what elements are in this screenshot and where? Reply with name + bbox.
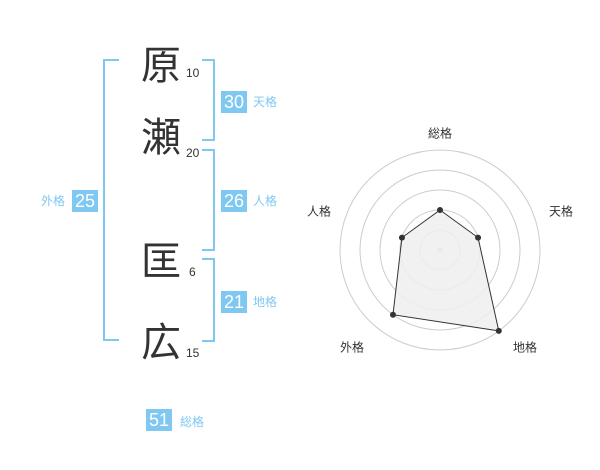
char-1: 原 [141, 43, 181, 89]
jinkaku-score: 26 [221, 190, 247, 212]
tenkaku-bracket [202, 59, 215, 141]
tenkaku-score: 30 [221, 91, 247, 113]
gaikaku-bracket [103, 59, 119, 341]
radar-polygon [392, 209, 500, 332]
radar-axis-label: 総格 [428, 126, 452, 141]
gaikaku-score: 25 [72, 190, 98, 212]
radar-axis-label: 天格 [549, 204, 573, 219]
radar-ring [339, 149, 541, 351]
radar-point [389, 311, 396, 318]
tenkaku-label: 天格 [253, 95, 278, 109]
char-3: 匡 [141, 239, 181, 285]
jinkaku-label: 人格 [253, 194, 278, 208]
char-2-strokes: 20 [186, 146, 200, 160]
chikaku-score: 21 [221, 291, 247, 313]
char-4: 広 [141, 320, 181, 366]
soukaku-label: 総格 [180, 415, 205, 429]
radar-axis-label: 地格 [513, 340, 537, 355]
char-4-strokes: 15 [186, 346, 200, 360]
radar-point [398, 234, 405, 241]
gaikaku-label: 外格 [41, 194, 66, 208]
char-3-strokes: 6 [189, 265, 196, 279]
radar-point [495, 327, 502, 334]
char-1-strokes: 10 [186, 66, 200, 80]
soukaku-score: 51 [146, 409, 172, 431]
jinkaku-bracket [202, 149, 215, 251]
chikaku-bracket [202, 258, 215, 342]
chikaku-label: 地格 [253, 295, 278, 309]
char-2: 瀬 [141, 115, 181, 161]
radar-point [437, 207, 443, 213]
radar-axis-label: 外格 [340, 340, 364, 355]
radar-axis-label: 人格 [307, 204, 331, 219]
radar-ring [359, 169, 521, 331]
radar-point [475, 234, 482, 241]
